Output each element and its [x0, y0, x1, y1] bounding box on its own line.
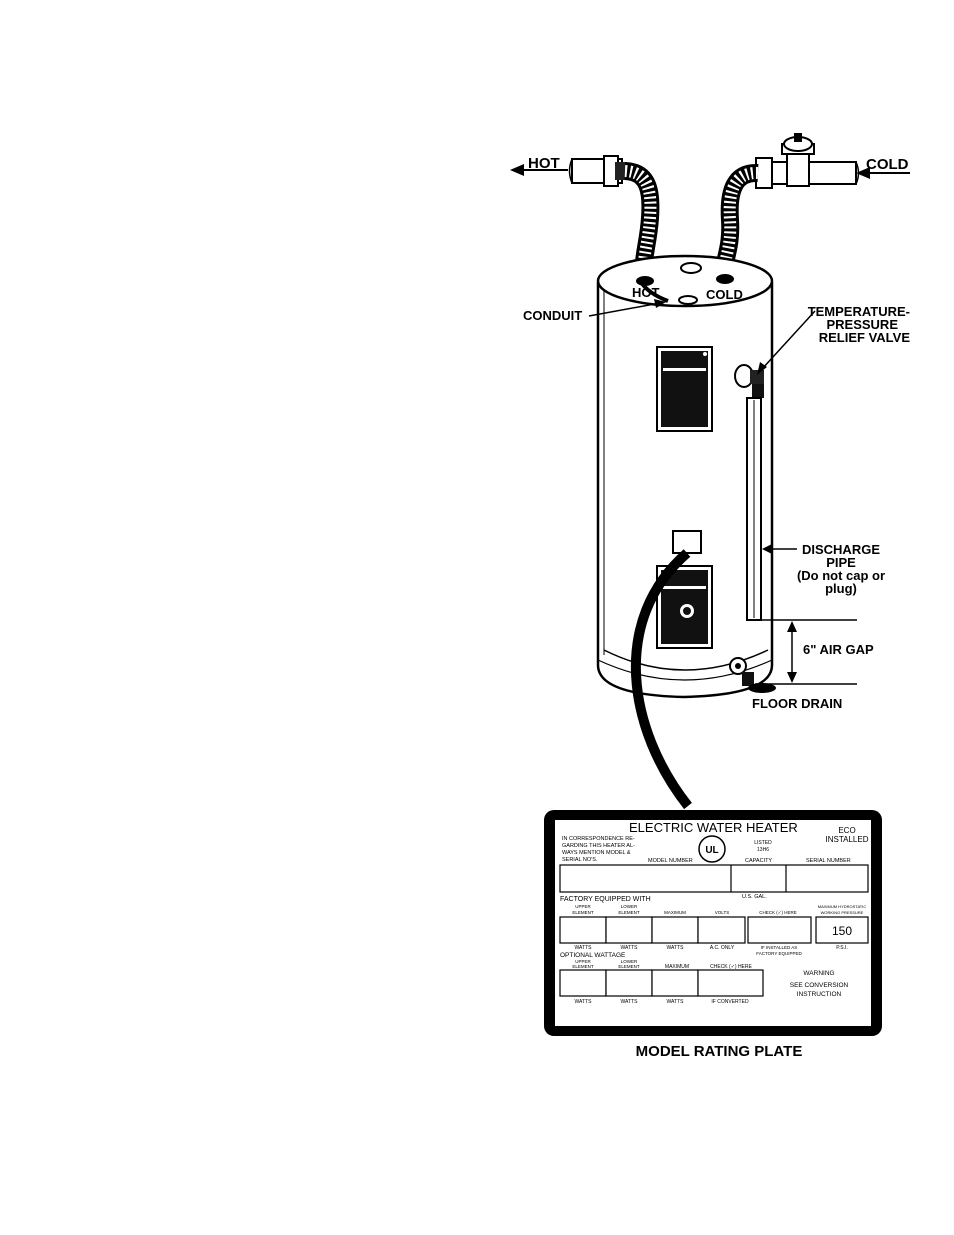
- electrical-conduit: [639, 280, 669, 303]
- discharge-leader: [762, 544, 797, 554]
- plate-listed-2: 13H6: [757, 847, 769, 853]
- plate-see-conversion: SEE CONVERSION: [790, 982, 849, 989]
- plate-if-installed-2: FACTORY EQUIPPED: [756, 951, 802, 956]
- plate-serial-number-label: SERIAL NUMBER: [806, 858, 851, 864]
- conduit-leader: [588, 299, 666, 317]
- tank-top: [596, 254, 774, 308]
- plate-capacity-label: CAPACITY: [745, 858, 772, 864]
- plate-correspondence-4: SERIAL NO'S.: [562, 857, 598, 863]
- tp-valve-label-1: TEMPERATURE-: [808, 304, 910, 319]
- plate-watts-1: WATTS: [575, 945, 593, 951]
- discharge-label-3: (Do not cap or: [797, 568, 885, 583]
- cold-port-label: COLD: [706, 287, 743, 302]
- model-rating-plate: ELECTRIC WATER HEATER ECO INSTALLED IN C…: [544, 810, 882, 1036]
- rating-plate-location: [672, 530, 702, 554]
- plate-max-pressure-1: MAXIMUM HYDROSTATIC: [818, 904, 867, 909]
- cold-inlet-label: COLD: [866, 156, 909, 173]
- plate-correspondence-3: WAYS MENTION MODEL &: [562, 850, 631, 856]
- tp-valve-leader: [757, 310, 816, 375]
- plate-optional-wattage: OPTIONAL WATTAGE: [560, 952, 626, 959]
- plate-ac-only: A.C. ONLY: [710, 945, 735, 951]
- hot-outlet-label: HOT: [528, 155, 560, 172]
- lower-access-panel: [656, 565, 713, 649]
- rating-plate-caption: MODEL RATING PLATE: [636, 1043, 803, 1060]
- plate-opt-watts-2: WATTS: [621, 999, 639, 1005]
- cold-port: [716, 274, 734, 284]
- discharge-pipe: [746, 397, 762, 621]
- plate-upper-element-1: UPPER: [575, 904, 591, 909]
- plate-model-number-label: MODEL NUMBER: [648, 858, 693, 864]
- air-gap-dimension: [755, 619, 857, 685]
- plate-opt-check: CHECK (✓) HERE: [710, 964, 752, 970]
- plate-if-installed-1: IF INSTALLED AS: [761, 945, 797, 950]
- floor-drain-label: FLOOR DRAIN: [752, 696, 842, 711]
- rating-plate-leader: [630, 549, 692, 810]
- plate-opt-watts-1: WATTS: [575, 999, 593, 1005]
- tp-valve-label-2: PRESSURE: [826, 317, 898, 332]
- plate-volts: VOLTS: [715, 910, 729, 915]
- water-heater-tank: [596, 254, 774, 699]
- plate-factory-equipped: FACTORY EQUIPPED WITH: [560, 896, 651, 903]
- plate-check-here: CHECK (✓) HERE: [759, 910, 797, 915]
- upper-access-panel: [656, 346, 713, 432]
- drain-valve: [729, 657, 754, 686]
- plate-correspondence-2: GARDING THIS HEATER AL-: [562, 843, 635, 849]
- hot-outlet-pipe: [568, 155, 627, 187]
- plate-watts-2: WATTS: [621, 945, 639, 951]
- plate-lower-element-2: ELEMENT: [618, 910, 640, 915]
- hot-port-label: HOT: [632, 285, 660, 300]
- plate-pressure-value: 150: [832, 924, 852, 938]
- plate-opt-upper-1: UPPER: [575, 959, 591, 964]
- tp-valve-label-3: RELIEF VALVE: [819, 330, 911, 345]
- plate-maximum: MAXIMUM: [664, 910, 686, 915]
- plate-eco: ECO: [838, 826, 855, 835]
- plate-listed-1: LISTED: [754, 840, 772, 846]
- cold-inlet-pipe: [755, 133, 860, 189]
- ul-listing-mark: [698, 835, 726, 863]
- plate-if-converted: IF CONVERTED: [711, 999, 749, 1005]
- plate-correspondence-1: IN CORRESPONDENCE RE-: [562, 836, 635, 842]
- plate-opt-lower-2: ELEMENT: [618, 964, 640, 969]
- discharge-label-4: plug): [825, 581, 857, 596]
- plate-upper-element-2: ELEMENT: [572, 910, 594, 915]
- discharge-label-1: DISCHARGE: [802, 542, 880, 557]
- plate-us-gal: U.S. GAL.: [742, 894, 767, 900]
- floor-drain: [748, 683, 776, 693]
- plate-warning: WARNING: [803, 970, 834, 977]
- plate-opt-upper-2: ELEMENT: [572, 964, 594, 969]
- plate-installed: INSTALLED: [826, 835, 869, 844]
- plate-title: ELECTRIC WATER HEATER: [629, 820, 798, 835]
- plate-max-pressure-2: WORKING PRESSURE: [821, 910, 864, 915]
- plate-instruction: INSTRUCTION: [797, 991, 842, 998]
- cold-arrow: [856, 167, 910, 179]
- tp-relief-valve: [734, 364, 764, 398]
- plate-lower-element-1: LOWER: [621, 904, 638, 909]
- plate-opt-watts-3: WATTS: [667, 999, 685, 1005]
- ul-mark-text: UL: [705, 845, 718, 856]
- plate-opt-lower-1: LOWER: [621, 959, 638, 964]
- plate-opt-maximum: MAXIMUM: [665, 964, 689, 970]
- discharge-label-2: PIPE: [826, 555, 856, 570]
- plate-psi: P.S.I.: [836, 945, 848, 951]
- plate-watts-3: WATTS: [667, 945, 685, 951]
- air-gap-label: 6" AIR GAP: [803, 642, 874, 657]
- conduit-label: CONDUIT: [523, 308, 582, 323]
- hot-arrow: [510, 164, 568, 176]
